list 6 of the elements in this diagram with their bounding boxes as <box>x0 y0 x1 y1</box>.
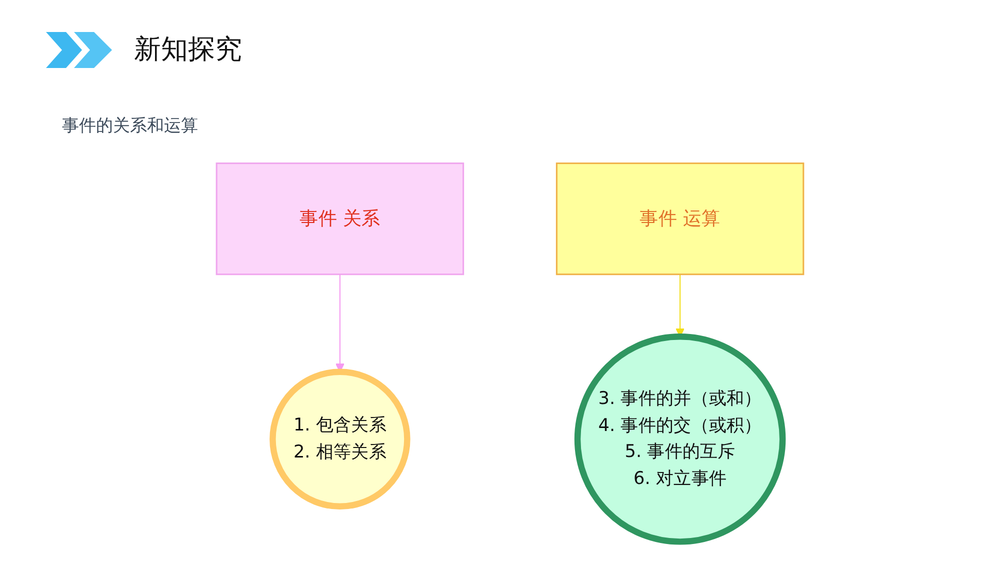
node-circle: 3. 事件的并（或和） 4. 事件的交（或积） 5. 事件的互斥 6. 对立事件 <box>574 334 786 545</box>
node-box: 事件 关系 <box>216 162 464 276</box>
subtitle: 事件的关系和运算 <box>62 115 198 138</box>
node-box: 事件 运算 <box>556 162 804 276</box>
title: 新知探究 <box>134 33 242 67</box>
node-circle: 1. 包含关系 2. 相等关系 <box>270 368 410 510</box>
